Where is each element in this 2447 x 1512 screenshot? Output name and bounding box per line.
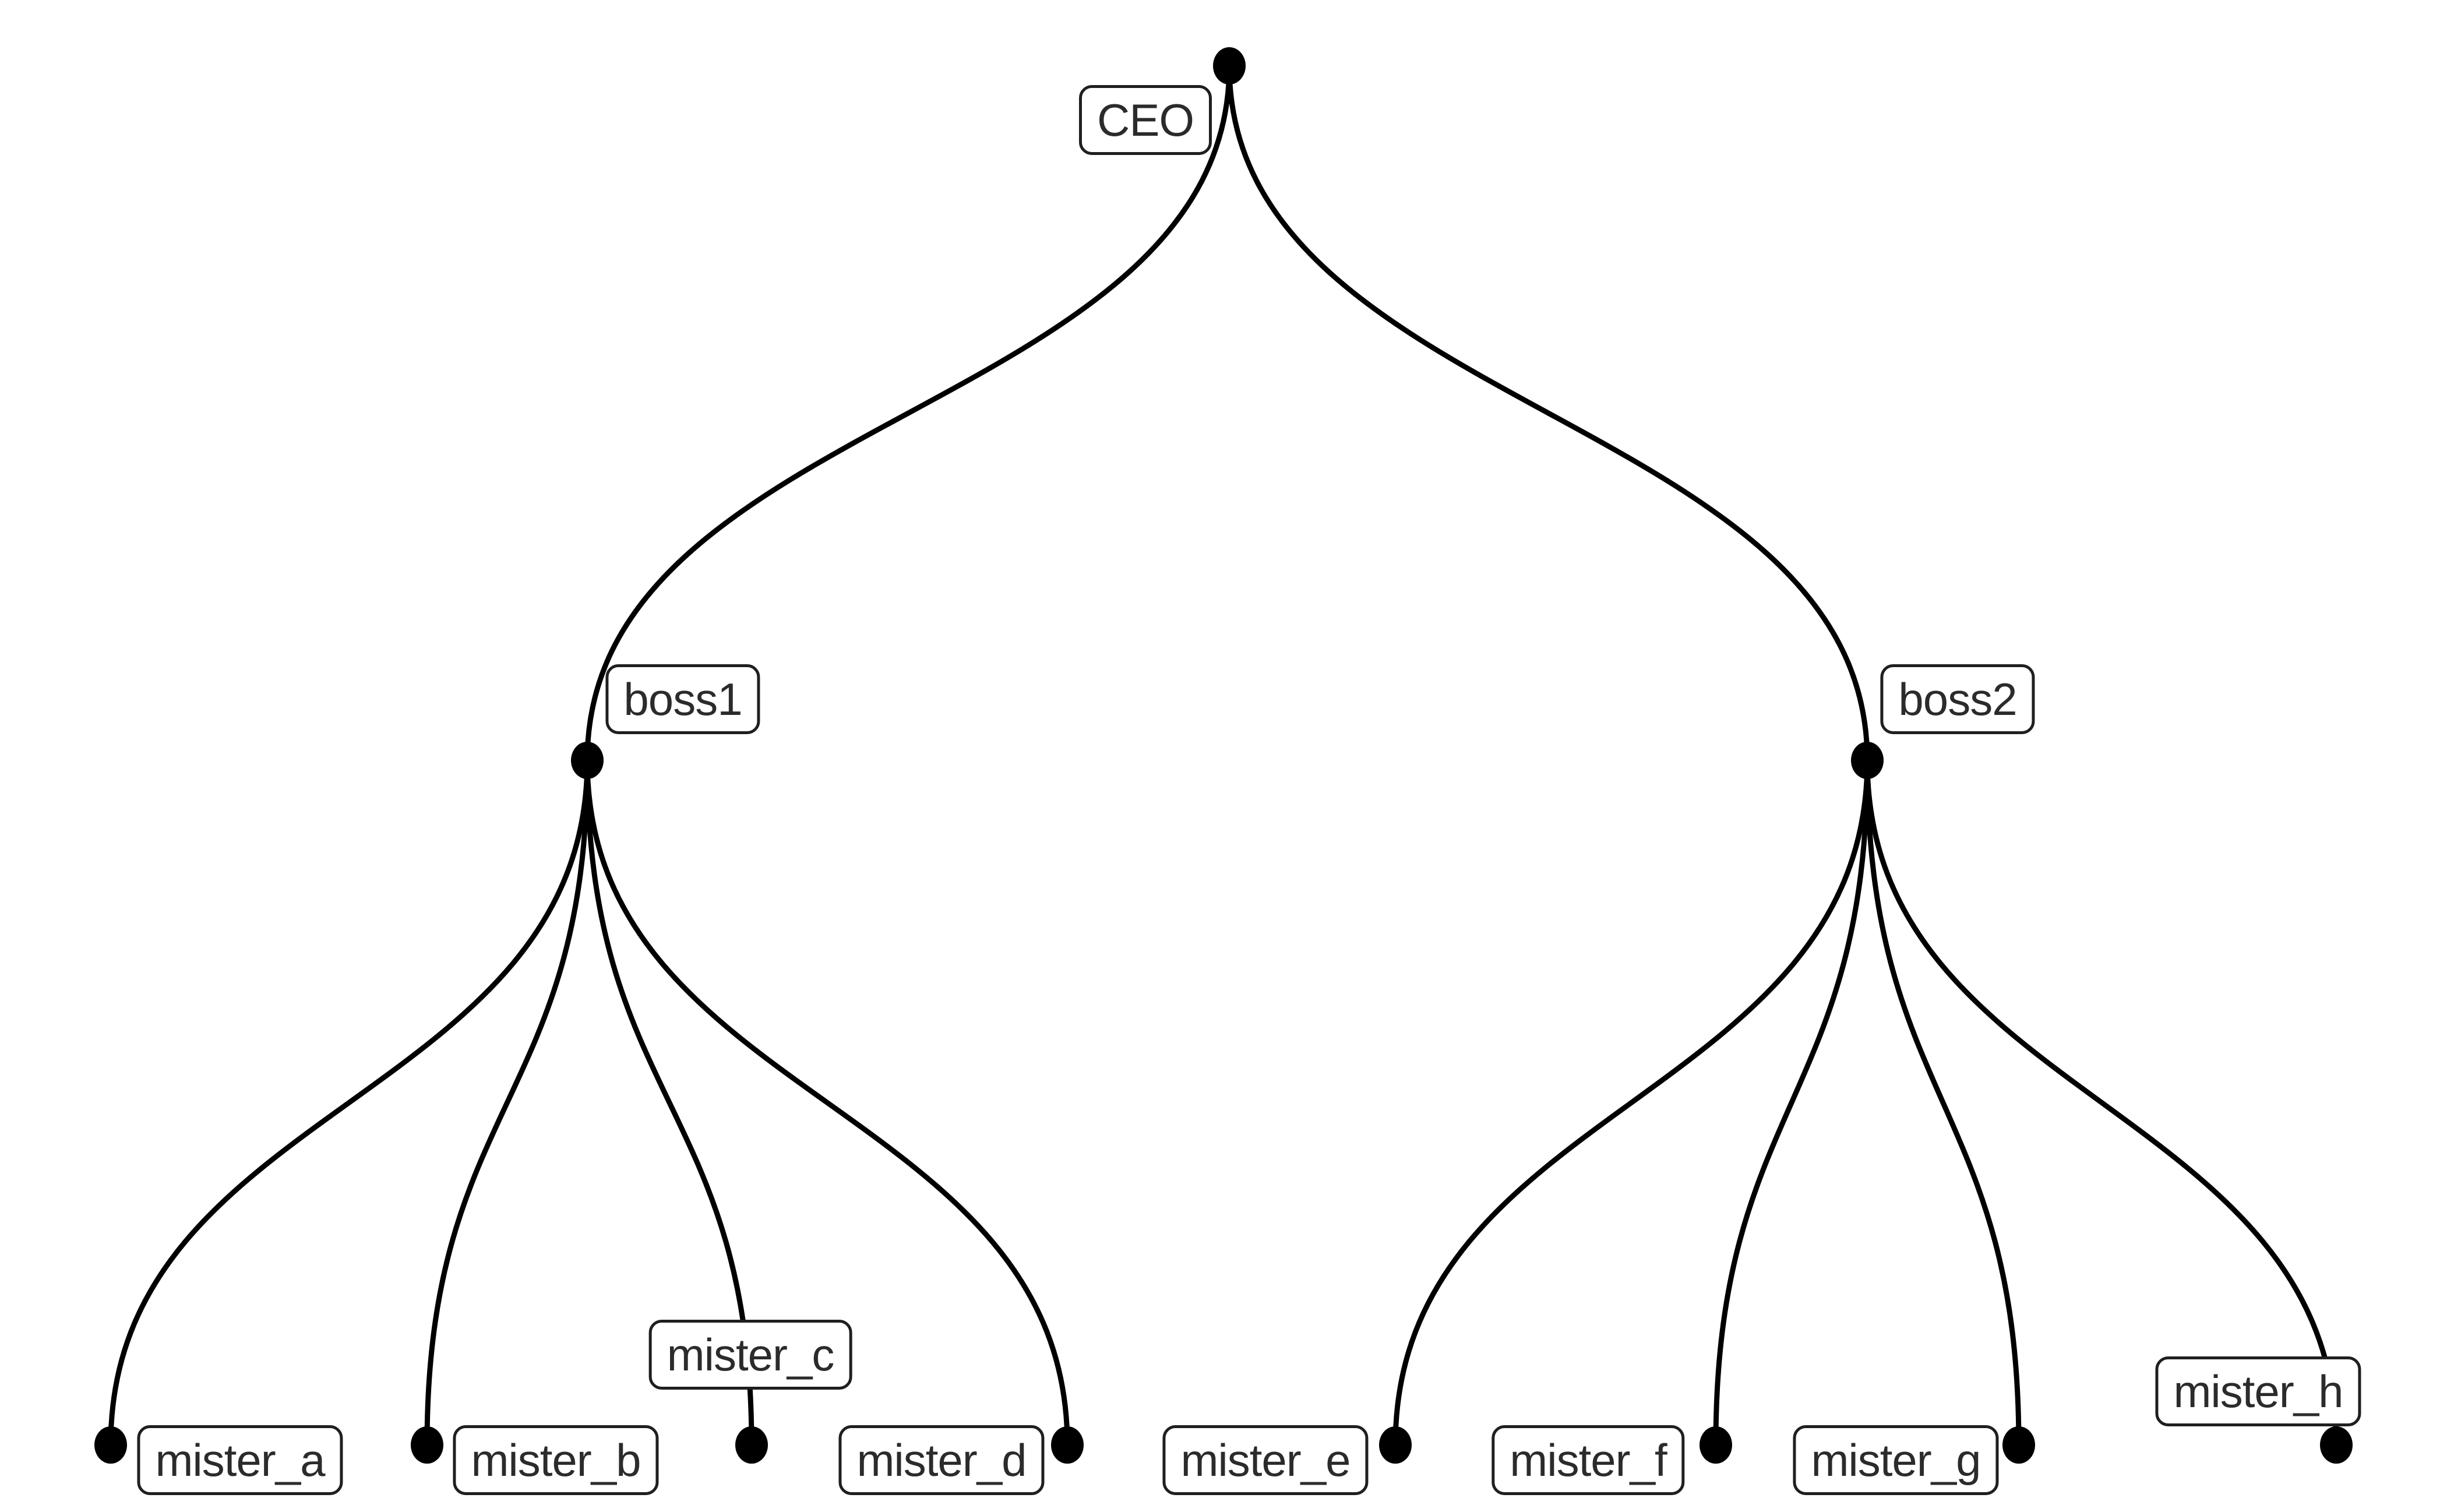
edge-CEO-boss2 — [1226, 63, 1870, 763]
edge-boss2-mister_e — [1392, 757, 1870, 1448]
node-dot-CEO — [1213, 47, 1246, 84]
node-label-mister_b: mister_b — [453, 1425, 659, 1495]
node-dot-mister_e — [1379, 1426, 1412, 1464]
node-label-mister_e: mister_e — [1162, 1425, 1369, 1495]
node-dot-mister_g — [2002, 1426, 2035, 1464]
edge-boss2-mister_g — [1864, 757, 2022, 1448]
node-label-mister_f: mister_f — [1492, 1425, 1685, 1495]
edge-boss1-mister_d — [584, 757, 1070, 1448]
node-dot-mister_d — [1051, 1426, 1084, 1464]
node-label-mister_d: mister_d — [838, 1425, 1045, 1495]
node-dot-boss1 — [571, 742, 604, 779]
node-dot-mister_b — [411, 1426, 443, 1464]
edge-boss2-mister_h — [1864, 757, 2339, 1448]
node-label-CEO: CEO — [1078, 85, 1212, 155]
node-label-boss2: boss2 — [1880, 664, 2035, 734]
edge-boss1-mister_b — [424, 757, 590, 1448]
edge-boss1-mister_c — [584, 757, 754, 1448]
edge-CEO-boss1 — [584, 63, 1232, 763]
node-dot-mister_h — [2320, 1426, 2353, 1464]
node-label-mister_c: mister_c — [648, 1320, 852, 1390]
node-label-mister_h: mister_h — [2155, 1356, 2361, 1426]
edge-boss1-mister_a — [108, 757, 590, 1448]
node-label-boss1: boss1 — [605, 664, 760, 734]
node-label-mister_g: mister_g — [1793, 1425, 1999, 1495]
edge-boss2-mister_f — [1713, 757, 1870, 1448]
node-dot-mister_f — [1699, 1426, 1732, 1464]
node-label-mister_a: mister_a — [137, 1425, 343, 1495]
node-dot-mister_c — [735, 1426, 768, 1464]
node-dot-boss2 — [1851, 742, 1884, 779]
node-dot-mister_a — [94, 1426, 127, 1464]
